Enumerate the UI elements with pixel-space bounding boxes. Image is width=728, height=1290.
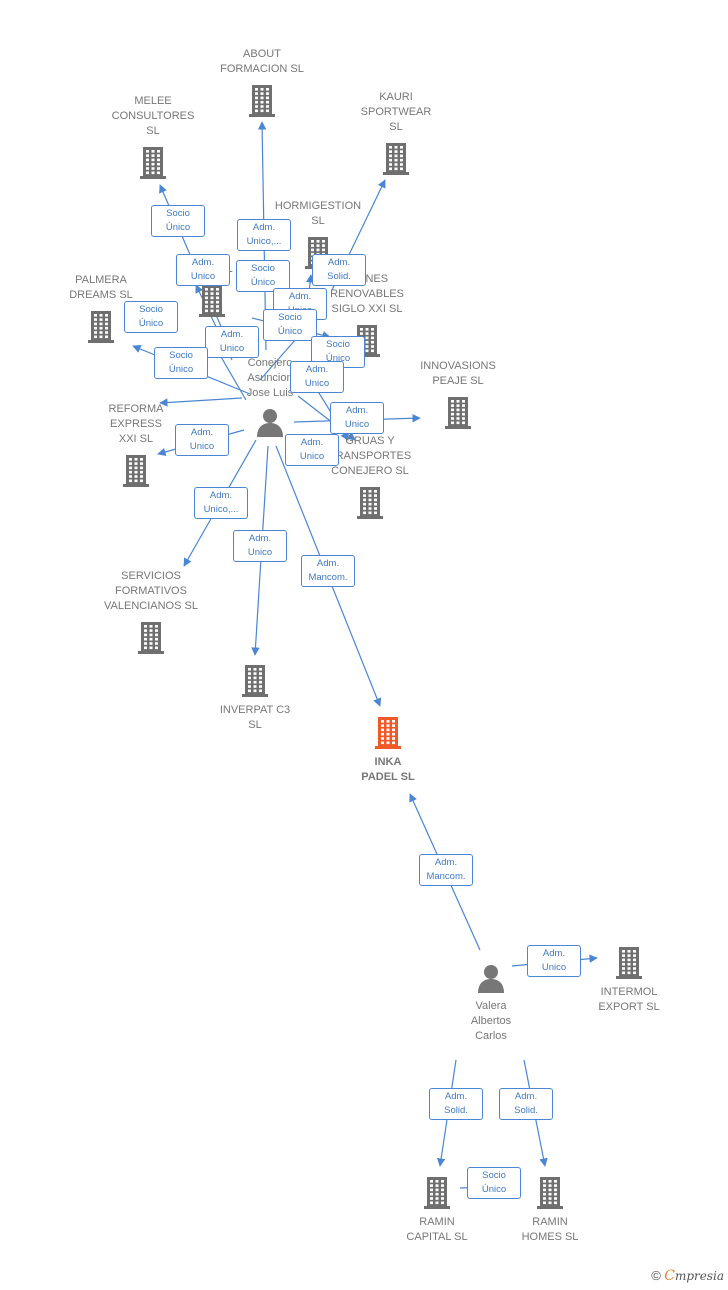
node-about[interactable]: ABOUT FORMACION SL [202, 47, 322, 117]
building-icon [242, 665, 268, 697]
relation-badge[interactable]: Adm. Unico [205, 326, 259, 358]
building-icon [445, 397, 471, 429]
node-label: CIONES RENOVABLES SIGLO XXI SL [330, 273, 404, 315]
relation-badge[interactable]: Adm. Solid. [499, 1088, 553, 1120]
relation-badge[interactable]: Socio Único [467, 1167, 521, 1199]
building-icon [383, 143, 409, 175]
node-label: INNOVASIONS PEAJE SL [420, 360, 496, 387]
relation-badge[interactable]: Adm. Unico [285, 434, 339, 466]
relation-badge[interactable]: Adm. Unico [330, 402, 384, 434]
relation-badge[interactable]: Socio Único [151, 205, 205, 237]
relation-badge[interactable]: Adm. Unico [175, 424, 229, 456]
node-label: INKA PADEL SL [361, 756, 415, 783]
relation-badge[interactable]: Socio Único [154, 347, 208, 379]
copyright-symbol: © [651, 1268, 661, 1283]
node-label: SERVICIOS FORMATIVOS VALENCIANOS SL [104, 570, 198, 612]
node-label: REFORMA EXPRESS XXI SL [108, 403, 164, 445]
node-reforma[interactable]: REFORMA EXPRESS XXI SL [76, 402, 196, 487]
building-icon [88, 311, 114, 343]
building-icon [357, 487, 383, 519]
node-inverpat[interactable]: INVERPAT C3 SL [195, 663, 315, 733]
node-conejero[interactable]: Conejero Asuncion Jose Luis [210, 356, 330, 437]
node-gruas[interactable]: GRUAS Y TRANSPORTES CONEJERO SL [310, 434, 430, 519]
relation-badge[interactable]: Adm. Unico,... [237, 219, 291, 251]
node-label: ABOUT FORMACION SL [220, 48, 304, 75]
node-label: INTERMOL EXPORT SL [598, 986, 660, 1013]
node-label: MELEE CONSULTORES SL [111, 95, 195, 137]
node-ramin_capital[interactable]: RAMIN CAPITAL SL [377, 1175, 497, 1245]
node-melee[interactable]: MELEE CONSULTORES SL [93, 94, 213, 179]
node-valera[interactable]: Valera Albertos Carlos [431, 963, 551, 1044]
building-icon [123, 455, 149, 487]
edge-conejero-reforma [159, 397, 243, 407]
node-renovables[interactable]: CIONES RENOVABLES SIGLO XXI SL [307, 272, 427, 357]
relation-badge[interactable]: Adm. Unico [527, 945, 581, 977]
relation-badge[interactable]: Adm. Mancom. [419, 854, 473, 886]
node-label: RAMIN HOMES SL [521, 1216, 579, 1243]
node-label: KAURI SPORTWEAR SL [360, 91, 432, 133]
node-label: PALMERA DREAMS SL [69, 274, 133, 301]
relation-badge[interactable]: Adm. Unico,... [194, 487, 248, 519]
node-label: INVERPAT C3 SL [219, 704, 291, 731]
empresia-brand: © Cmpresia [651, 1268, 724, 1284]
person-icon [478, 965, 504, 993]
building-icon [199, 285, 225, 317]
person-icon [257, 409, 283, 437]
node-servicios[interactable]: SERVICIOS FORMATIVOS VALENCIANOS SL [91, 569, 211, 654]
building-icon [616, 947, 642, 979]
relation-badge[interactable]: Adm. Unico [290, 361, 344, 393]
node-label: RAMIN CAPITAL SL [406, 1216, 468, 1243]
building-icon [249, 85, 275, 117]
node-label: Conejero Asuncion Jose Luis [246, 357, 294, 399]
building-icon [424, 1177, 450, 1209]
node-ramin_homes[interactable]: RAMIN HOMES SL [490, 1175, 610, 1245]
node-label: Valera Albertos Carlos [470, 1000, 512, 1042]
node-label: GRUAS Y TRANSPORTES CONEJERO SL [328, 435, 412, 477]
relation-badge[interactable]: Adm. Solid. [312, 254, 366, 286]
building-icon [138, 622, 164, 654]
relation-badge[interactable]: Socio Único [263, 309, 317, 341]
node-label: HORMIGESTION SL [274, 200, 362, 227]
node-innovasions[interactable]: INNOVASIONS PEAJE SL [398, 359, 518, 429]
node-inka[interactable]: INKA PADEL SL [328, 715, 448, 785]
node-intermol[interactable]: INTERMOL EXPORT SL [569, 945, 689, 1015]
relation-badge[interactable]: Socio Único [124, 301, 178, 333]
node-palmera[interactable]: PALMERA DREAMS SL [41, 273, 161, 343]
brand-initial: C [664, 1268, 675, 1284]
relation-badge[interactable]: Adm. Mancom. [301, 555, 355, 587]
relation-badge[interactable]: Adm. Unico [233, 530, 287, 562]
node-kauri[interactable]: KAURI SPORTWEAR SL [336, 90, 456, 175]
brand-name: mpresia [674, 1269, 724, 1283]
relation-badge[interactable]: Adm. Solid. [429, 1088, 483, 1120]
building-icon [537, 1177, 563, 1209]
focal-building-icon [375, 717, 401, 749]
relation-badge[interactable]: Adm. Unico [176, 254, 230, 286]
building-icon [140, 147, 166, 179]
relation-badge[interactable]: Socio Único [236, 260, 290, 292]
